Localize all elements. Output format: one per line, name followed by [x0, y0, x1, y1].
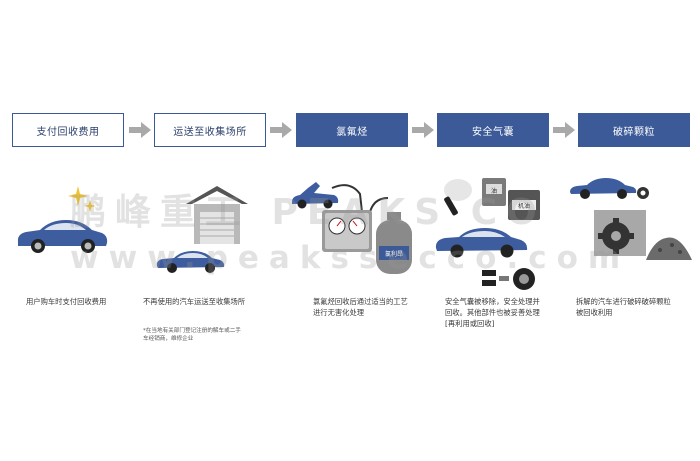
stage-transport-label: 运送至收集场所	[173, 126, 247, 138]
description-line: 被回收利用	[576, 308, 613, 317]
car-icon	[570, 178, 637, 199]
stage-pay-fee-description: 用户购车时支付回收费用	[26, 296, 146, 307]
description-line: 回收。其他部件也被妥善处理	[445, 308, 540, 317]
debris-pile-icon	[646, 237, 692, 260]
stage-shredding-description: 拆解的汽车进行破碎破碎颗粒 被回收利用	[576, 296, 691, 318]
description-line: 氯氟烃回收后通过适当的工艺	[313, 297, 408, 306]
stage-shredding: 破碎颗粒	[578, 113, 690, 147]
sparkle-icon	[68, 186, 96, 212]
canister-icon	[482, 178, 506, 206]
gas-tank-icon	[376, 212, 412, 274]
stage-cfc-description: 氯氟烃回收后通过适当的工艺 进行无害化处理	[313, 296, 433, 318]
description-line: 用户购车时支付回收费用	[26, 297, 107, 306]
car-icon	[435, 228, 528, 258]
description-line: 进行无害化处理	[313, 308, 365, 317]
open-hood-car-icon	[292, 182, 339, 209]
description-line: 安全气囊被移除，安全处理并	[445, 297, 540, 306]
stage-airbag-description: 安全气囊被移除，安全处理并 回收。其他部件也被妥善处理 [再利用或回收]	[445, 296, 565, 329]
stage-cfc: 氯氟烃	[296, 113, 408, 147]
stage-cfc-label: 氯氟烃	[336, 126, 368, 138]
footnote-line: *在当地有关部门登记注册的解车或二手	[143, 328, 241, 334]
car-icon	[156, 251, 225, 273]
gas-tank-label: 氯利昂	[384, 251, 403, 258]
description-line: 不再使用的汽车运送至收集场所	[143, 297, 246, 306]
canister-icon	[508, 190, 540, 220]
stage-transport-description: 不再使用的汽车运送至收集场所	[143, 296, 278, 307]
stage-airbag-label: 安全气囊	[472, 126, 514, 138]
gear-icon	[637, 187, 649, 199]
garage-icon	[186, 186, 248, 244]
footnote: *在当地有关部门登记注册的解车或二手 车经销商，维修企业	[143, 327, 273, 343]
canister-label-oil: 机油	[517, 203, 530, 210]
shredder-machine-icon	[594, 210, 646, 256]
description-line: 拆解的汽车进行破碎破碎颗粒	[576, 297, 671, 306]
description-line: [再利用或回收]	[445, 319, 495, 328]
stage-shredding-label: 破碎颗粒	[613, 126, 655, 138]
stage-transport: 运送至收集场所	[154, 113, 266, 147]
watermark-url: www.peakssecco.com	[70, 240, 631, 276]
arrow-icon	[270, 122, 292, 138]
recovery-machine-icon	[322, 210, 372, 252]
canister-label: 油	[490, 188, 497, 195]
arrow-icon	[412, 122, 434, 138]
stage-pay-fee-label: 支付回收费用	[36, 126, 100, 138]
parts-icon	[482, 268, 535, 290]
arrow-icon	[129, 122, 151, 138]
watermark-text: 鹏峰重工 PEAKS CO	[70, 192, 546, 233]
stage-pay-fee: 支付回收费用	[12, 113, 124, 147]
arrow-icon	[553, 122, 575, 138]
car-icon	[17, 220, 108, 253]
stage-airbag: 安全气囊	[437, 113, 549, 147]
airbag-module-icon	[444, 179, 472, 216]
footnote-line: 车经销商，维修企业	[143, 336, 194, 342]
hose-icon	[331, 184, 389, 213]
